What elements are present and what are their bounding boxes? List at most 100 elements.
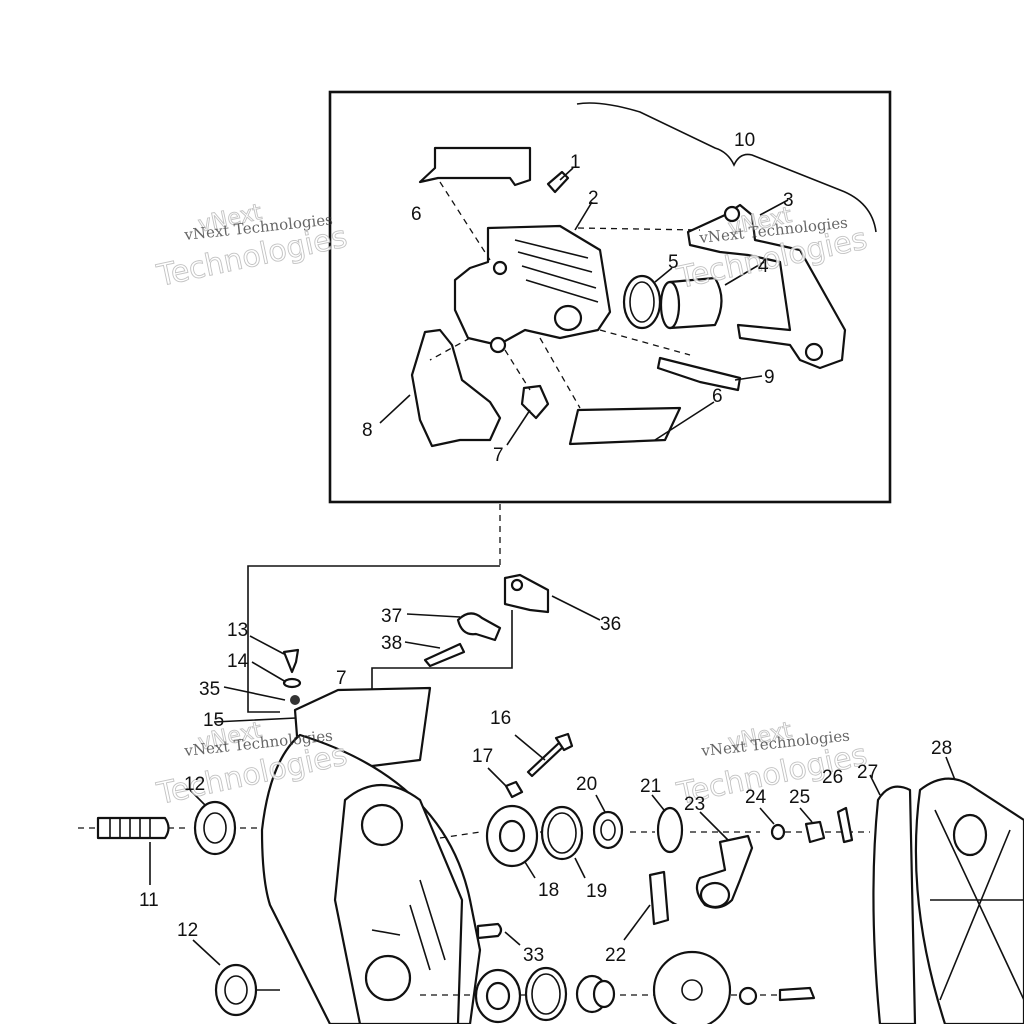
callout-6-bottom: 6: [712, 386, 723, 407]
callout-12-bottom: 12: [177, 920, 198, 941]
bottom-bolt: [778, 986, 816, 1002]
bottom-sprocket-hub: [681, 979, 703, 1001]
nut-25: [804, 820, 826, 844]
cotter-pin-26: [836, 806, 854, 844]
callout-28: 28: [931, 738, 952, 759]
caliper-port: [492, 260, 508, 276]
sprocket-21: [656, 806, 684, 854]
watermark-left-top: vNext vNext Technologies Technologies: [153, 200, 351, 295]
gasket-27: [872, 785, 917, 1024]
lower-left-leaders: [149, 789, 280, 991]
callout-18: 18: [538, 880, 559, 901]
bottom-bearing-inner: [485, 981, 511, 1011]
leader-33: [504, 931, 521, 946]
callout-9: 9: [764, 367, 775, 388]
housing-boss-bottom: [364, 954, 412, 1002]
leader-20: [595, 794, 606, 813]
seal-12-bottom-inner: [224, 975, 248, 1005]
bolt-33: [476, 922, 503, 940]
cable-end: [456, 612, 502, 642]
leader-18: [524, 861, 536, 879]
callout-33: 33: [523, 945, 544, 966]
callout-12-top: 12: [184, 774, 205, 795]
brake-pad: [410, 328, 502, 448]
seal-12-top-inner: [203, 812, 227, 844]
cover-28-webbing: [930, 809, 1024, 1001]
bottom-ring-inner: [531, 973, 561, 1015]
leader-24: [759, 807, 775, 825]
piston-seal-inner: [629, 281, 655, 323]
chaincase-inner: [333, 783, 464, 1024]
slide-pin: [656, 356, 742, 392]
shaft-splines: [109, 818, 151, 838]
cover-28: [914, 777, 1024, 1024]
piston-face: [659, 280, 681, 330]
callout-5: 5: [668, 252, 679, 273]
watermark-right-top: vNext vNext Technologies Technologies: [673, 203, 871, 297]
housing-boss-top: [360, 803, 404, 847]
leader-16: [514, 734, 546, 761]
pad-clip-top: [418, 146, 532, 187]
caliper-inset-frame: [328, 90, 892, 504]
housing-ribs: [371, 879, 446, 971]
screw-13: [282, 648, 300, 674]
mount-bracket-hole: [510, 578, 524, 592]
callout-38: 38: [381, 633, 402, 654]
nut-17: [504, 780, 524, 799]
bearing-18-inner: [498, 819, 526, 853]
tensioner-roller: [699, 881, 731, 909]
callout-20: 20: [576, 774, 597, 795]
callout-36: 36: [600, 614, 621, 635]
leader-25: [799, 807, 813, 823]
callout-24: 24: [745, 787, 767, 808]
bottom-bushing-2: [592, 979, 616, 1009]
callout-22: 22: [605, 945, 626, 966]
callout-3: 3: [783, 190, 794, 211]
callout-21: 21: [640, 776, 661, 797]
bracket-hole-bottom: [804, 342, 824, 362]
callout-37: 37: [381, 606, 402, 627]
callout-4: 4: [758, 256, 769, 277]
bleed-nipple: [520, 384, 550, 420]
callout-2: 2: [588, 188, 599, 209]
bracket-10: [576, 102, 877, 233]
callout-16: 16: [490, 708, 511, 729]
pin-38: [423, 642, 466, 668]
seal-12-bottom: [214, 963, 258, 1017]
main-axis: [439, 831, 870, 839]
leader-19: [574, 857, 586, 879]
callout-23: 23: [684, 794, 705, 815]
leader-27-28: [869, 756, 956, 796]
callout-19: 19: [586, 881, 607, 902]
callout-8: 8: [362, 420, 373, 441]
bottom-sprocket: [652, 950, 732, 1024]
callout-35: 35: [199, 679, 220, 700]
bushing-20-inner: [600, 819, 616, 841]
caliper-bolt-hole: [489, 336, 507, 354]
shaft-11: [96, 816, 170, 840]
upper-leaders: [404, 595, 601, 649]
callout-27: 27: [857, 762, 878, 783]
callout-17: 17: [472, 746, 493, 767]
washer-24: [770, 823, 786, 841]
bottom-washer: [738, 986, 758, 1006]
leader-23: [699, 811, 729, 841]
bolt-16: [526, 740, 566, 778]
callout-26: 26: [822, 767, 843, 788]
callout-1: 1: [570, 152, 581, 173]
callout-13: 13: [227, 620, 248, 641]
seal-12-top: [193, 800, 237, 856]
pad-clip-bottom: [568, 406, 682, 446]
leader-22: [623, 904, 651, 941]
callout-7-lower: 7: [336, 668, 347, 689]
small-parts-leaders: [213, 635, 297, 723]
cover-28-hub: [952, 813, 988, 857]
callout-6-top: 6: [411, 204, 422, 225]
callout-25: 25: [789, 787, 810, 808]
nut-35: [290, 695, 300, 705]
leader-21: [651, 794, 665, 811]
washer-14: [282, 677, 302, 689]
bolt-16-head: [554, 732, 574, 752]
bracket-hole-top: [723, 205, 741, 223]
